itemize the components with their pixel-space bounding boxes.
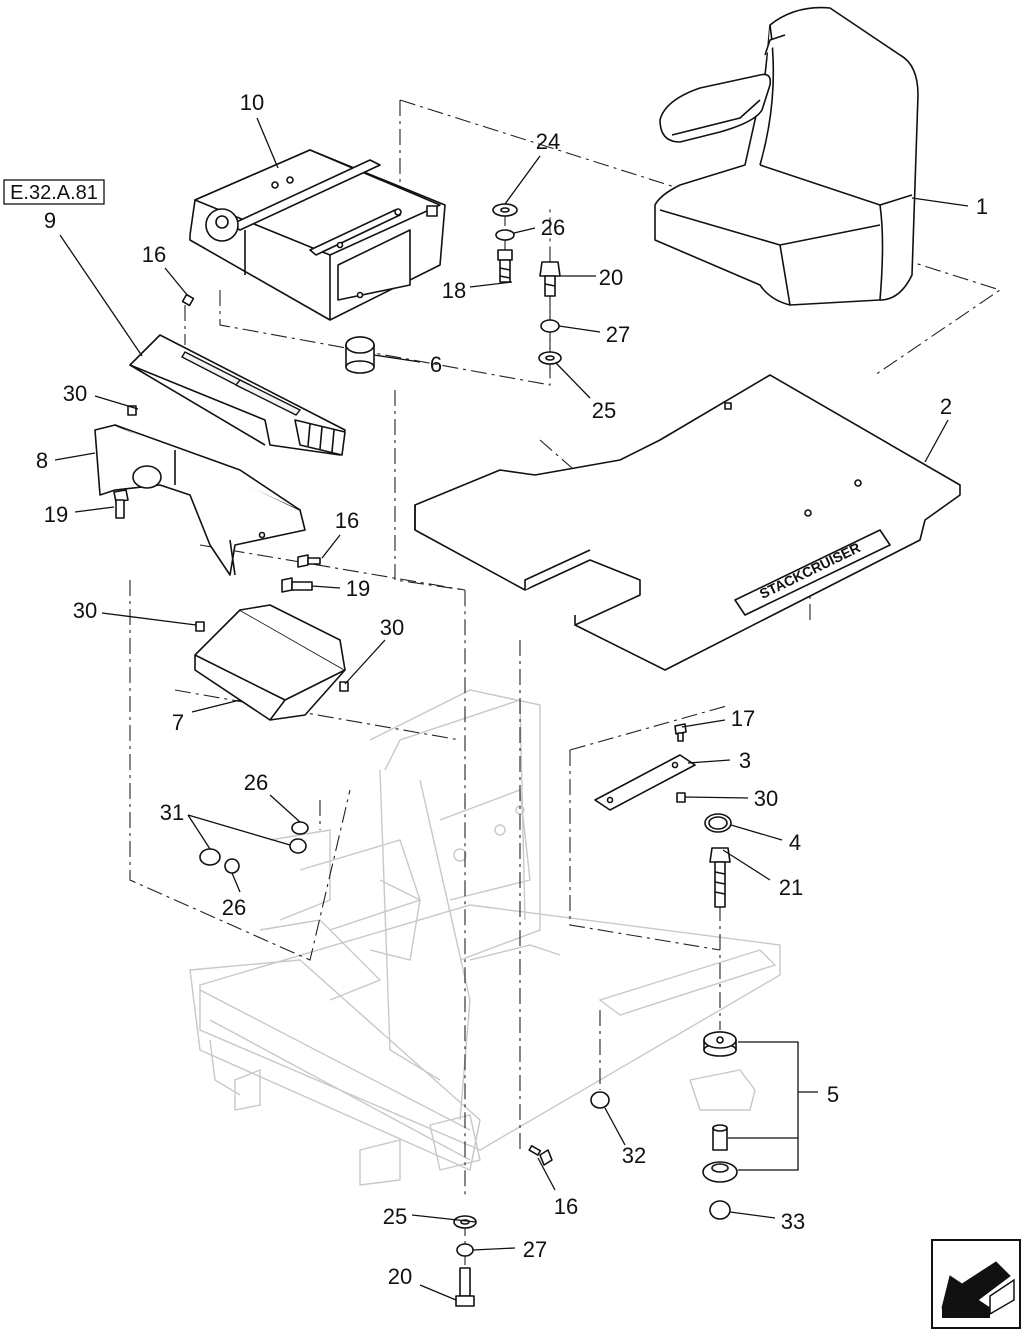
floor-mat: STACKCRUISER <box>414 374 961 671</box>
callout-25-bottom: 25 <box>383 1204 407 1229</box>
cover-plate <box>594 754 696 811</box>
callout-10: 10 <box>240 90 264 115</box>
callout-27-top: 27 <box>606 322 630 347</box>
tray <box>194 604 346 721</box>
seat <box>654 6 919 306</box>
chassis-frame-ghost <box>189 689 781 1186</box>
callout-20-top: 20 <box>599 265 623 290</box>
reference-box[interactable]: E.32.A.81 <box>3 179 105 205</box>
callout-17: 17 <box>731 706 755 731</box>
callout-16-top: 16 <box>142 242 166 267</box>
callout-33: 33 <box>781 1209 805 1234</box>
upper-pan-box <box>189 149 446 321</box>
callout-3: 3 <box>739 748 751 773</box>
callout-2: 2 <box>940 394 952 419</box>
callout-16-bottom: 16 <box>554 1194 578 1219</box>
callout-1: 1 <box>976 194 988 219</box>
callout-30-tray-right: 30 <box>380 615 404 640</box>
callout-9: 9 <box>44 208 56 233</box>
previous-page-button[interactable] <box>931 1239 1021 1329</box>
callout-4: 4 <box>789 830 801 855</box>
hinged-cover <box>129 334 346 456</box>
callout-6: 6 <box>430 352 442 377</box>
callout-26-top: 26 <box>541 215 565 240</box>
callout-19-middle: 19 <box>346 576 370 601</box>
previous-page-arrow-icon[interactable] <box>941 1261 1015 1318</box>
callout-32: 32 <box>622 1143 646 1168</box>
isolator-assembly <box>689 1031 756 1183</box>
callout-27-bottom: 27 <box>523 1237 547 1262</box>
reference-box-label[interactable]: E.32.A.81 <box>10 182 98 204</box>
callout-26-lower: 26 <box>222 895 246 920</box>
callout-21: 21 <box>779 875 803 900</box>
callout-20-bottom: 20 <box>388 1264 412 1289</box>
hardware <box>113 203 731 1307</box>
leader-lines <box>54 117 969 1301</box>
callout-labels: 1 2 3 4 5 6 7 8 9 10 16 16 16 17 18 19 1… <box>36 90 988 1289</box>
callout-7: 7 <box>172 710 184 735</box>
callout-30-tray-left: 30 <box>73 598 97 623</box>
spacer-bushing <box>345 336 375 374</box>
callout-19-left: 19 <box>44 502 68 527</box>
callout-31: 31 <box>160 800 184 825</box>
callout-24: 24 <box>536 129 560 154</box>
callout-30-cover: 30 <box>63 381 87 406</box>
callout-30-plate: 30 <box>754 786 778 811</box>
callout-26-upper: 26 <box>244 770 268 795</box>
callout-18: 18 <box>442 278 466 303</box>
side-cover <box>94 424 306 576</box>
long-bolt <box>709 847 731 908</box>
callout-25-top: 25 <box>592 398 616 423</box>
seal-ring <box>704 813 732 833</box>
callout-8: 8 <box>36 448 48 473</box>
callout-16-middle: 16 <box>335 508 359 533</box>
callout-5: 5 <box>827 1082 839 1107</box>
